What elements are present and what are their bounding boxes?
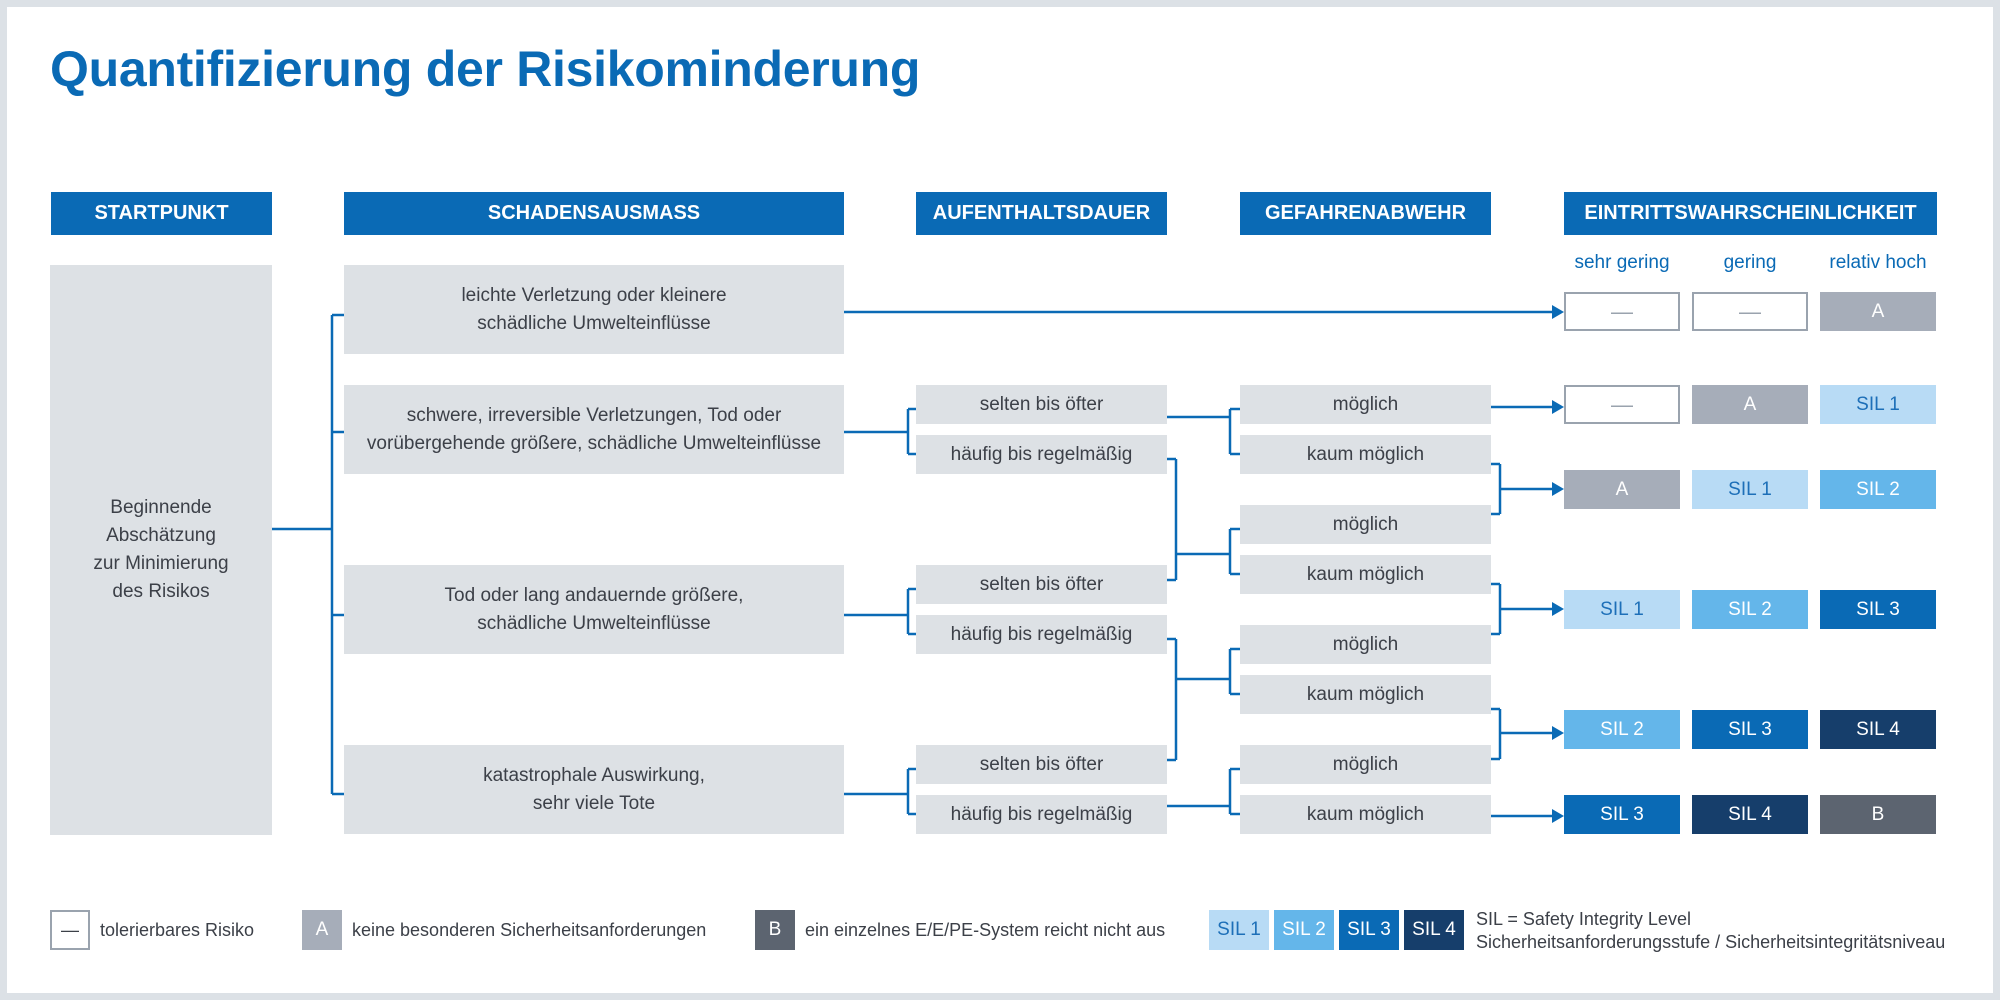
defense-box-moeglich-4: möglich (1240, 745, 1491, 784)
result-cell-r3-c1: A (1564, 470, 1680, 509)
severity-box-1: leichte Verletzung oder kleinere schädli… (344, 265, 844, 354)
defense-box-kaum-2: kaum möglich (1240, 555, 1491, 594)
legend-a-symbol: A (302, 910, 342, 950)
legend-sil-line2: Sicherheitsanforderungsstufe / Sicherhei… (1476, 932, 1946, 952)
severity-box-4: katastrophale Auswirkung, sehr viele Tot… (344, 745, 844, 834)
legend-tolerable-text: tolerierbares Risiko (100, 920, 255, 940)
header-gefahrenabwehr: GEFAHRENABWEHR (1240, 192, 1491, 235)
result-cell-r5-c1: SIL 2 (1564, 710, 1680, 749)
defense-box-kaum-3: kaum möglich (1240, 675, 1491, 714)
result-cell-r1-c1: — (1564, 292, 1680, 331)
result-cell-r4-c1: SIL 1 (1564, 590, 1680, 629)
result-cell-r2-c3: SIL 1 (1820, 385, 1936, 424)
legend-tolerable-symbol: — (50, 910, 90, 950)
severity-box-3: Tod oder lang andauernde größere, schädl… (344, 565, 844, 654)
header-schadensausmass: SCHADENSAUSMASS (344, 192, 844, 235)
duration-box-haeufig-2: häufig bis regelmäßig (916, 615, 1167, 654)
result-cell-r6-c3: B (1820, 795, 1936, 834)
result-cell-r6-c2: SIL 4 (1692, 795, 1808, 834)
probability-label-sehr-gering: sehr gering (1574, 252, 1670, 273)
result-cell-r1-c2: — (1692, 292, 1808, 331)
legend-b-text: ein einzelnes E/E/PE-System reicht nicht… (805, 920, 1166, 940)
defense-box-moeglich-3: möglich (1240, 625, 1491, 664)
duration-box-selten-3: selten bis öfter (916, 745, 1167, 784)
header-eintrittswahrscheinlichkeit: EINTRITTSWAHRSCHEINLICHKEIT (1564, 192, 1937, 235)
result-cell-r5-c3: SIL 4 (1820, 710, 1936, 749)
duration-box-haeufig-3: häufig bis regelmäßig (916, 795, 1167, 834)
duration-box-selten-1: selten bis öfter (916, 385, 1167, 424)
defense-box-kaum-4: kaum möglich (1240, 795, 1491, 834)
defense-box-moeglich-2: möglich (1240, 505, 1491, 544)
defense-box-kaum-1: kaum möglich (1240, 435, 1491, 474)
severity-box-2: schwere, irreversible Verletzungen, Tod … (344, 385, 844, 474)
duration-box-haeufig-1: häufig bis regelmäßig (916, 435, 1167, 474)
result-cell-r4-c3: SIL 3 (1820, 590, 1936, 629)
legend-a-text: keine besonderen Sicherheitsanforderunge… (352, 920, 707, 940)
result-cell-r3-c2: SIL 1 (1692, 470, 1808, 509)
legend-sil-line1: SIL = Safety Integrity Level (1476, 909, 1691, 929)
legend-b-symbol: B (755, 910, 795, 950)
legend-sil2-symbol: SIL 2 (1274, 910, 1334, 950)
result-cell-r2-c1: — (1564, 385, 1680, 424)
page-title: Quantifizierung der Risikominderung (50, 41, 921, 97)
start-box: Beginnende Abschätzung zur Minimierung d… (50, 265, 272, 835)
result-cell-r1-c3: A (1820, 292, 1936, 331)
result-cell-r5-c2: SIL 3 (1692, 710, 1808, 749)
result-cell-r6-c1: SIL 3 (1564, 795, 1680, 834)
probability-label-gering: gering (1723, 252, 1777, 273)
result-cell-r2-c2: A (1692, 385, 1808, 424)
defense-box-moeglich-1: möglich (1240, 385, 1491, 424)
header-startpunkt: STARTPUNKT (51, 192, 272, 235)
legend-sil3-symbol: SIL 3 (1339, 910, 1399, 950)
legend-sil4-symbol: SIL 4 (1404, 910, 1464, 950)
duration-box-selten-2: selten bis öfter (916, 565, 1167, 604)
result-cell-r3-c3: SIL 2 (1820, 470, 1936, 509)
probability-label-relativ-hoch: relativ hoch (1829, 252, 1927, 273)
result-cell-r4-c2: SIL 2 (1692, 590, 1808, 629)
header-aufenthaltsdauer: AUFENTHALTSDAUER (916, 192, 1167, 235)
legend-sil1-symbol: SIL 1 (1209, 910, 1269, 950)
